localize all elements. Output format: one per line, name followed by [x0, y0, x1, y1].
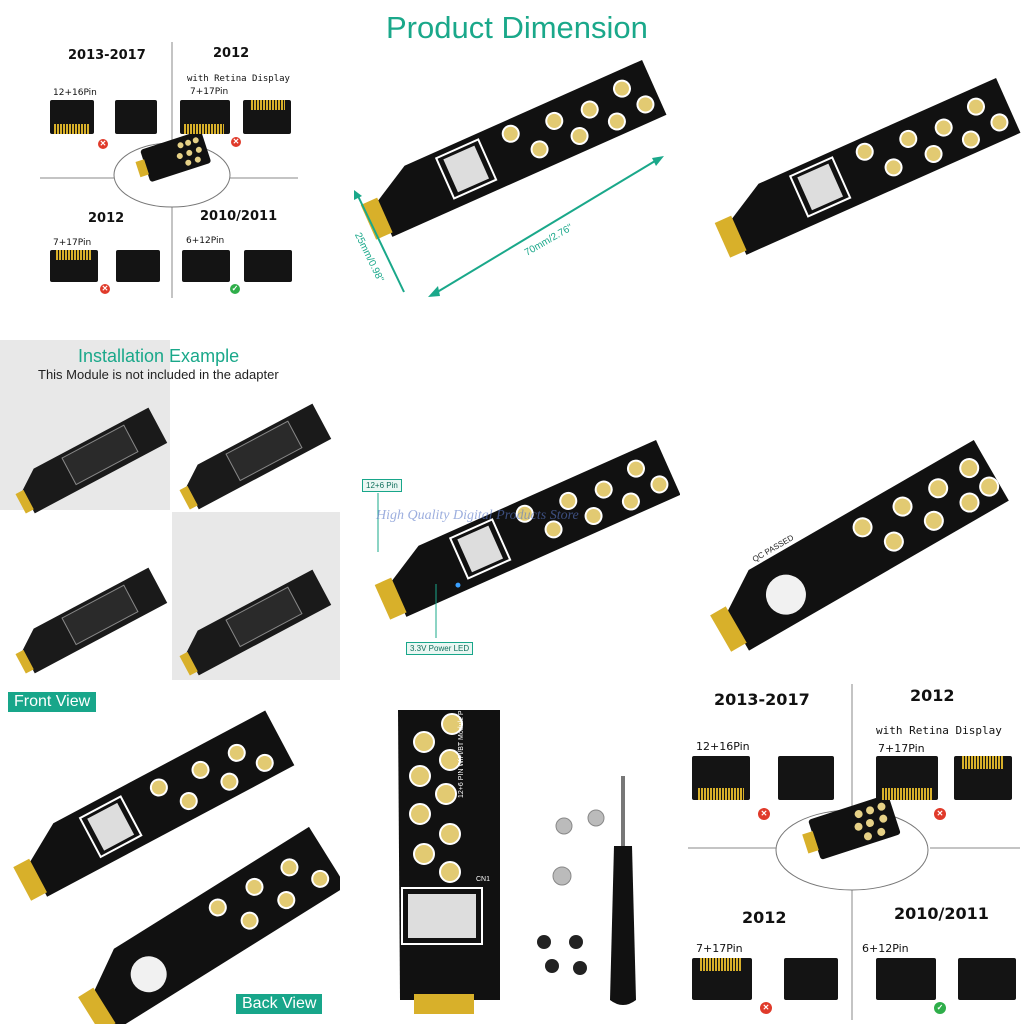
pin-7-17-a-b: 7+17Pin — [878, 742, 925, 755]
compat-tile-top: 2013-2017 2012 with Retina Display 12+16… — [0, 0, 340, 340]
retina-label: with Retina Display — [187, 74, 290, 84]
retina-label-b: with Retina Display — [876, 724, 1002, 737]
module-chip — [244, 250, 292, 282]
module-chip — [954, 756, 1012, 800]
pin-callout: 12+6 Pin — [362, 479, 402, 492]
x-icon: ✕ — [760, 1002, 772, 1014]
year-2012-b: 2012 — [742, 908, 787, 927]
dimension-board — [354, 59, 667, 297]
module-chip — [692, 958, 752, 1000]
dimension-title: Product Dimension — [386, 10, 648, 45]
compat-dividers — [40, 42, 298, 298]
board-back — [710, 440, 1009, 652]
year-2012-retina-b: 2012 — [910, 686, 955, 705]
x-icon: ✕ — [98, 139, 108, 149]
year-2010-2011: 2010/2011 — [200, 209, 278, 224]
callout-board — [374, 439, 680, 638]
pin-6-12-b: 6+12Pin — [862, 942, 909, 955]
module-chip — [116, 250, 160, 282]
year-2013-2017-b: 2013-2017 — [714, 690, 810, 709]
module-chip — [115, 100, 157, 134]
module-chip — [50, 100, 94, 134]
dimension-tile: Product Dimension 25mm/0.98" 70mm/2.76" … — [340, 0, 680, 340]
x-icon: ✕ — [758, 808, 770, 820]
module-chip — [778, 756, 834, 800]
x-icon: ✕ — [100, 284, 110, 294]
install-title: Installation Example — [78, 346, 240, 366]
year-2012: 2012 — [88, 211, 125, 226]
compat-dividers-b — [688, 684, 1020, 1020]
callout-tile: 12+6 Pin 3.3V Power LED High Quality Dig… — [340, 340, 680, 680]
check-icon: ✓ — [230, 284, 240, 294]
pin-7-17-b-b: 7+17Pin — [696, 942, 743, 955]
front-view-label: Front View — [8, 692, 97, 712]
pin-6-12: 6+12Pin — [186, 236, 225, 246]
pin-12-16: 12+16Pin — [53, 88, 97, 98]
board-silkscreen: 12+6 PIN WiFi/BT Module Protector — [458, 686, 465, 798]
module-chip — [958, 958, 1016, 1000]
board-angled — [714, 77, 1021, 258]
pin-7-17-b: 7+17Pin — [53, 238, 92, 248]
module-chip — [784, 958, 838, 1000]
install-tile: Installation Example This Module is not … — [0, 340, 340, 680]
module-chip — [50, 250, 98, 282]
package-tile: 12+6 PIN WiFi/BT Module Protector CN1 — [340, 680, 684, 1024]
module-chip — [243, 100, 291, 134]
module-chip — [182, 250, 230, 282]
x-icon: ✕ — [934, 808, 946, 820]
pin-7-17-a: 7+17Pin — [190, 87, 229, 97]
module-chip — [180, 100, 230, 134]
package-items — [398, 710, 636, 1014]
install-photos — [15, 403, 332, 676]
views-boards — [13, 710, 340, 1024]
store-watermark: High Quality Digital Products Store — [376, 508, 579, 523]
install-subtitle: This Module is not included in the adapt… — [38, 367, 279, 382]
board-angled-tile — [684, 0, 1024, 340]
year-2010-2011-b: 2010/2011 — [894, 904, 989, 923]
x-icon: ✕ — [231, 137, 241, 147]
check-icon: ✓ — [934, 1002, 946, 1014]
compat-tile-bottom: 2013-2017 2012 with Retina Display 12+16… — [684, 680, 1024, 1024]
board-back-tile: QC PASSED — [684, 340, 1024, 680]
back-view-label: Back View — [236, 994, 323, 1014]
connector-label: CN1 — [476, 876, 491, 883]
year-2013-2017: 2013-2017 — [68, 48, 146, 63]
module-chip — [876, 958, 936, 1000]
led-callout: 3.3V Power LED — [406, 642, 474, 655]
module-chip — [692, 756, 750, 800]
pin-12-16-b: 12+16Pin — [696, 740, 750, 753]
views-tile: Front View Back View — [0, 680, 340, 1024]
year-2012-retina: 2012 — [213, 46, 250, 61]
module-chip — [876, 756, 938, 800]
